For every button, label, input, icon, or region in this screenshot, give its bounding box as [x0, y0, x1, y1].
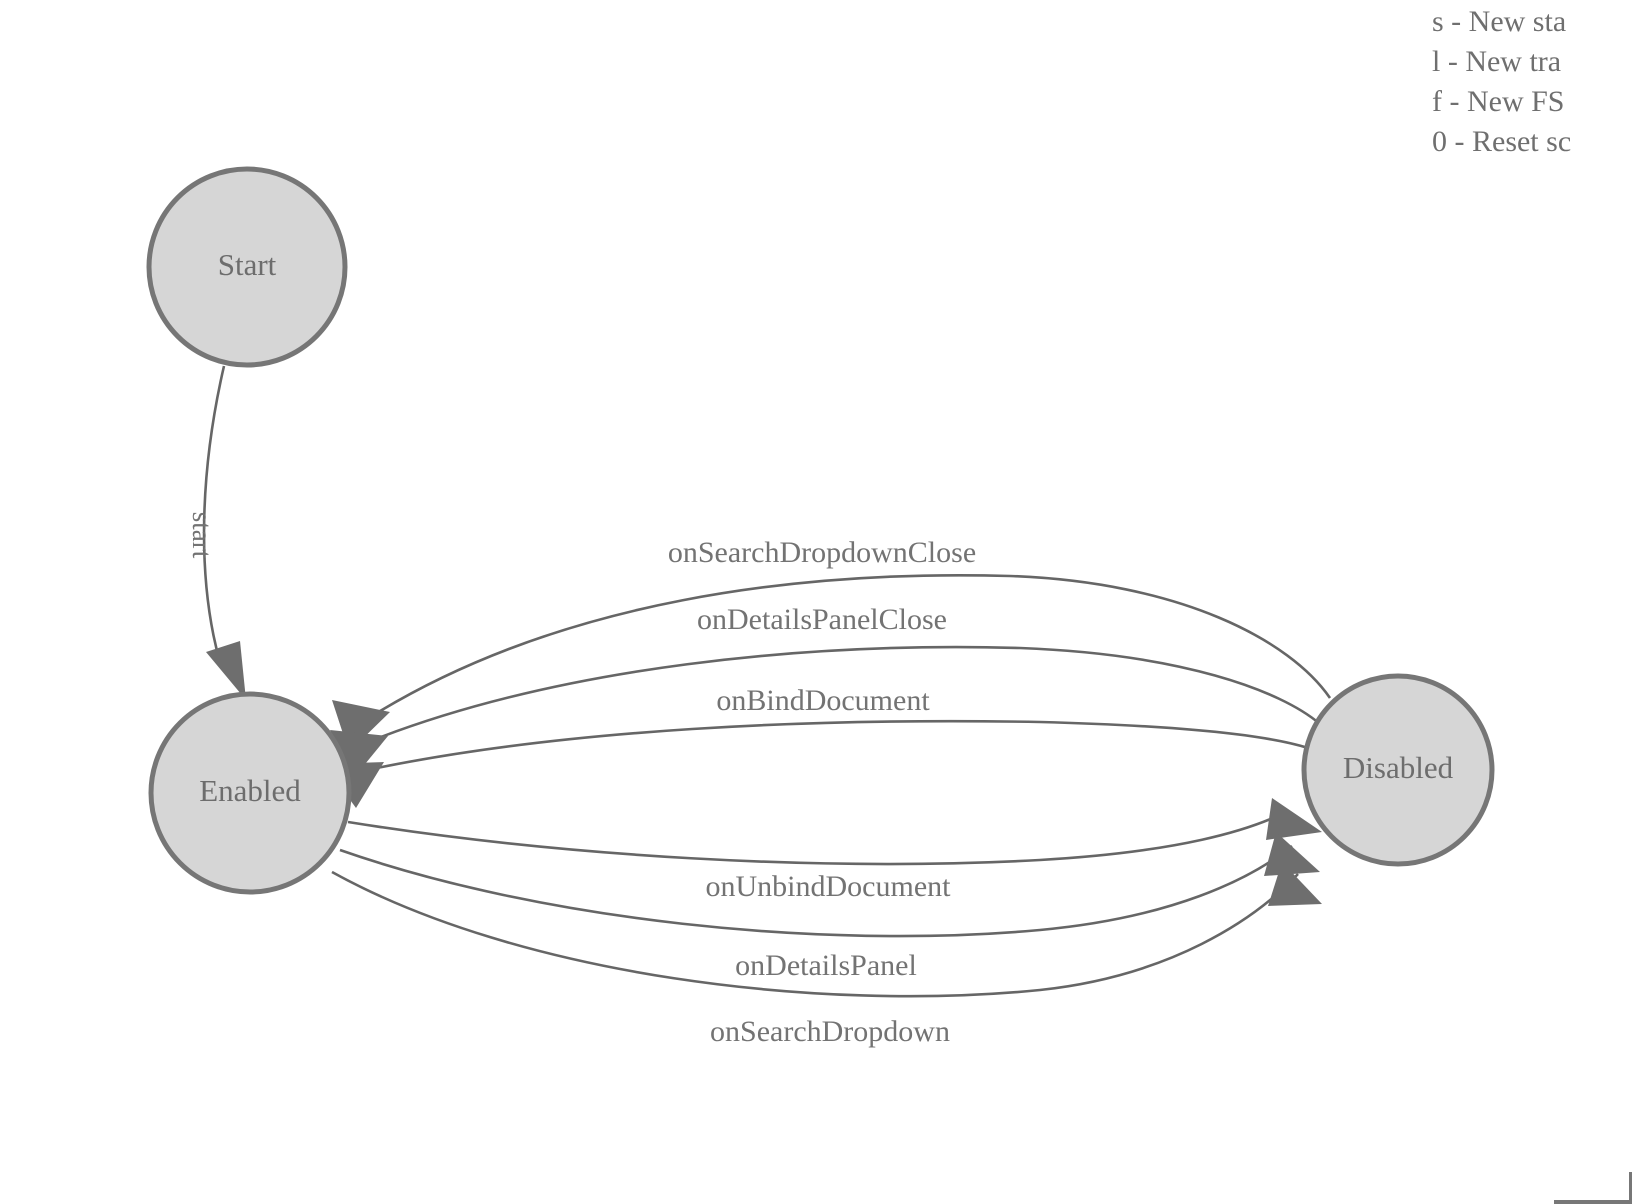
transition-start[interactable]	[202, 365, 246, 700]
arrow-head-on-search-dropdown	[1268, 862, 1322, 906]
state-circle-start[interactable]	[146, 166, 348, 368]
edge-path-on-search-dropdown[interactable]	[331, 870, 1299, 998]
state-circle-disabled[interactable]	[1301, 673, 1495, 867]
edge-label-on-search-dropdown-close: onSearchDropdownClose	[668, 536, 976, 569]
edge-path-start[interactable]	[202, 365, 226, 667]
arrow-head-on-unbind-document	[1266, 798, 1322, 840]
state-label-enabled: Enabled	[199, 773, 301, 808]
state-node-start[interactable]: Start	[146, 166, 348, 368]
state-node-disabled[interactable]: Disabled	[1301, 673, 1495, 867]
edge-path-on-details-panel-close[interactable]	[367, 645, 1321, 744]
transition-on-details-panel-close[interactable]	[330, 645, 1321, 780]
transition-on-unbind-document[interactable]	[347, 798, 1322, 866]
edge-label-on-details-panel-close: onDetailsPanelClose	[697, 603, 947, 636]
edge-label-on-unbind-document: onUnbindDocument	[706, 870, 952, 903]
edge-label-on-details-panel: onDetailsPanel	[735, 949, 917, 982]
state-label-start: Start	[218, 247, 277, 282]
edge-label-on-search-dropdown: onSearchDropdown	[710, 1015, 950, 1048]
state-node-enabled[interactable]: Enabled	[148, 691, 352, 895]
edge-path-on-bind-document[interactable]	[357, 719, 1309, 774]
window-frame-right-edge	[1629, 1172, 1632, 1204]
arrow-head-start	[206, 641, 246, 700]
transition-on-bind-document[interactable]	[324, 719, 1309, 808]
edge-label-on-bind-document: onBindDocument	[716, 684, 930, 717]
state-label-disabled: Disabled	[1343, 750, 1454, 785]
arrow-head-on-details-panel	[1264, 832, 1320, 876]
state-circle-enabled[interactable]	[148, 691, 352, 895]
arrow-head-on-details-panel-close	[330, 730, 388, 780]
edge-label-start: start	[187, 512, 217, 559]
transition-on-search-dropdown-close[interactable]	[332, 573, 1332, 752]
transition-on-details-panel[interactable]	[339, 832, 1320, 938]
edge-path-on-search-dropdown-close[interactable]	[371, 573, 1332, 718]
window-frame-bottom-edge	[1554, 1200, 1632, 1204]
edge-path-on-unbind-document[interactable]	[347, 810, 1287, 866]
transition-on-search-dropdown[interactable]	[331, 862, 1322, 998]
edge-path-on-details-panel[interactable]	[339, 844, 1293, 938]
